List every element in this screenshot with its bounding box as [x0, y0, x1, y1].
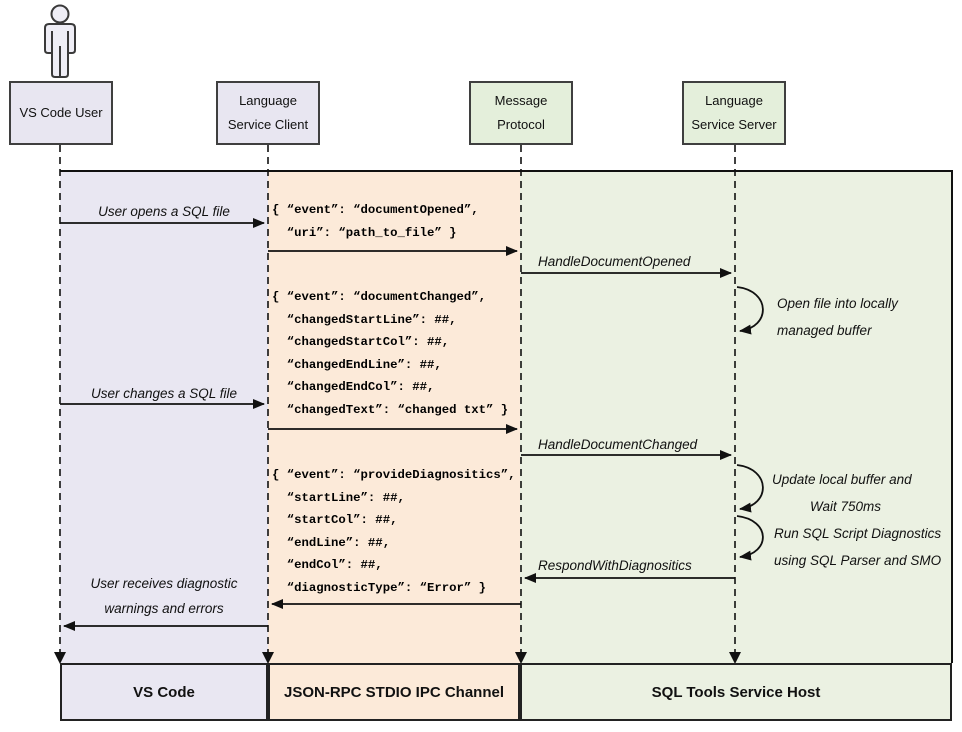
payload-line: “startCol”: ##, [272, 513, 398, 528]
bottom-box-sql-tools-host: SQL Tools Service Host [520, 663, 952, 721]
person-icon [44, 4, 76, 78]
payload-document-changed: { “event”: “documentChanged”, “changedSt… [272, 286, 508, 422]
participant-label: Protocol [497, 117, 545, 132]
payload-line: “changedStartLine”: ##, [272, 312, 457, 327]
payload-line: { “event”: “documentChanged”, [272, 290, 487, 304]
payload-line: “diagnosticType”: “Error” } [272, 580, 487, 595]
label-user-opens: User opens a SQL file [98, 204, 230, 219]
bottom-box-vscode: VS Code [60, 663, 268, 721]
participant-label: Language [705, 93, 763, 108]
label-run-diag-2: using SQL Parser and SMO [774, 553, 942, 568]
bottom-box-label: SQL Tools Service Host [651, 683, 821, 701]
payload-line: { “event”: “documentOpened”, [272, 203, 479, 217]
payload-line: { “event”: “provideDiagnositics”, [272, 468, 516, 482]
payload-line: “endLine”: ##, [272, 535, 391, 550]
participant-label: Service Server [691, 117, 777, 132]
payload-line: “uri”: “path_to_file” } [272, 226, 457, 240]
participant-vscode-user: VS Code User [9, 81, 113, 145]
payload-line: “endCol”: ##, [272, 558, 383, 573]
label-handle-opened: HandleDocumentOpened [538, 254, 691, 269]
participant-service-client: Language Service Client [216, 81, 320, 145]
payload-provide-diagnostics: { “event”: “provideDiagnositics”, “start… [272, 464, 516, 600]
payload-line: “startLine”: ##, [272, 490, 405, 505]
payload-line: “changedText”: “changed txt” } [272, 402, 509, 417]
label-respond-diagnostics: RespondWithDiagnositics [538, 558, 692, 573]
participant-label: Service Client [227, 117, 309, 132]
participant-label: Message [494, 93, 548, 108]
label-open-file-2: managed buffer [777, 323, 872, 338]
label-user-changes: User changes a SQL file [90, 386, 238, 401]
bottom-box-ipc-channel: JSON-RPC STDIO IPC Channel [268, 663, 520, 721]
label-run-diag-1: Run SQL Script Diagnostics [774, 526, 942, 541]
participant-label: Language [239, 93, 297, 108]
label-user-receives-2: warnings and errors [104, 601, 224, 616]
participant-message-protocol: Message Protocol [469, 81, 573, 145]
label-user-receives-1: User receives diagnostic [90, 576, 238, 591]
payload-line: “changedEndLine”: ##, [272, 357, 442, 372]
participant-label: VS Code User [19, 105, 103, 120]
label-handle-changed: HandleDocumentChanged [538, 437, 698, 452]
label-update-buffer-1: Update local buffer and [772, 472, 912, 487]
label-open-file-1: Open file into locally [777, 296, 898, 311]
label-update-buffer-2: Wait 750ms [810, 499, 882, 514]
bottom-box-label: VS Code [133, 683, 195, 701]
payload-document-opened: { “event”: “documentOpened”, “uri”: “pat… [272, 199, 479, 245]
bottom-box-label: JSON-RPC STDIO IPC Channel [283, 683, 505, 701]
payload-line: “changedEndCol”: ##, [272, 380, 435, 395]
lane-sql-tools-host [520, 171, 952, 663]
payload-line: “changedStartCol”: ##, [272, 335, 450, 350]
participant-service-server: Language Service Server [682, 81, 786, 145]
